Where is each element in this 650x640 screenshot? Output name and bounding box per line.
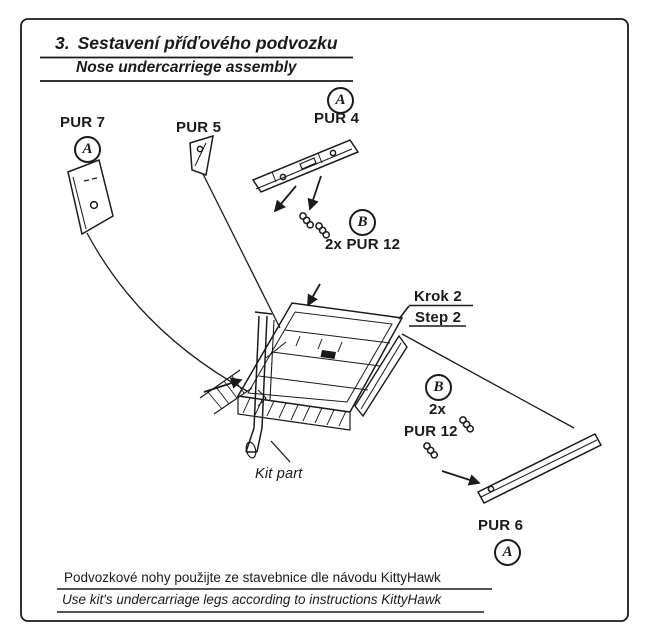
sheet-border (20, 18, 629, 622)
gear-strut-drawing (245, 311, 287, 459)
label-pur12-right-qty: 2x (429, 401, 447, 418)
badge-a-pur6: A (494, 539, 521, 566)
leader-lines (86, 173, 575, 463)
hatching-front-face (242, 397, 347, 427)
label-pur5: PUR 5 (176, 119, 222, 136)
label-pur7: PUR 7 (60, 114, 106, 131)
pur7-part-drawing (67, 158, 114, 236)
spring-icons-top (299, 212, 331, 239)
badge-b-right: B (425, 374, 452, 401)
label-krok2: Krok 2 (414, 288, 462, 305)
label-pur12-right: PUR 12 (404, 423, 458, 440)
section-number: 3. (55, 33, 70, 53)
label-pur12-top: 2x PUR 12 (325, 236, 401, 253)
section-title-cs: Sestavení příďového podvozku (77, 33, 338, 53)
nose-bay-drawing (236, 302, 404, 431)
label-kit-part: Kit part (255, 466, 303, 482)
assembly-arrows (203, 175, 481, 486)
badge-a-pur4: A (327, 87, 354, 114)
footer-note-cs: Podvozkové nohy použijte ze stavebnice d… (64, 570, 441, 585)
title-rules (40, 56, 353, 82)
triangle-brace-drawing (354, 334, 408, 418)
pur5-part-drawing (189, 134, 214, 177)
section-title-en: Nose undercarriege assembly (76, 59, 297, 76)
badge-b-top: B (349, 209, 376, 236)
label-pur4: PUR 4 (314, 110, 360, 127)
footer-rules (57, 588, 492, 613)
step-rules (398, 304, 473, 327)
pur6-strip-drawing (476, 433, 603, 504)
label-pur6: PUR 6 (478, 517, 524, 534)
footer-note-en: Use kit's undercarriage legs according t… (62, 592, 442, 607)
section-title: 3. Sestavení příďového podvozku (55, 33, 338, 54)
badge-a-pur7: A (74, 136, 101, 163)
label-step2: Step 2 (415, 309, 462, 326)
pur4-part-drawing (251, 139, 360, 193)
hatching-fuselage-cut (199, 369, 253, 415)
